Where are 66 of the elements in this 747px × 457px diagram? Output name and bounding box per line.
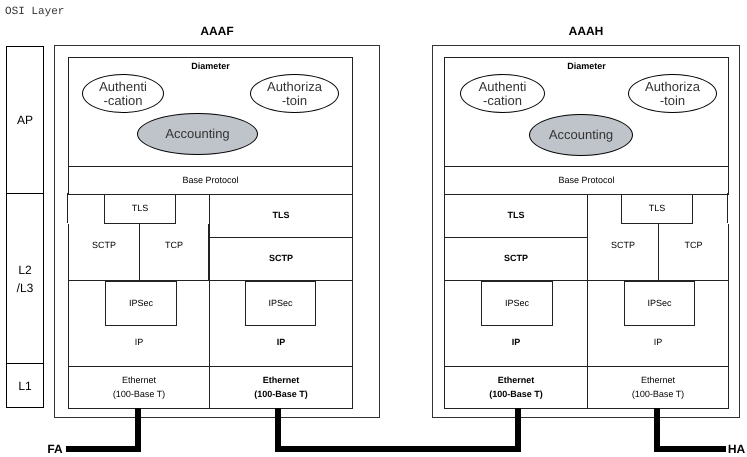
node-label: Ethernet (100-Base T) (112, 374, 166, 401)
node-label: Ethernet (100-Base T) (630, 374, 686, 401)
node-label: IP (134, 336, 144, 348)
protocol-box (68, 280, 210, 367)
node-title: AAAH (568, 23, 604, 40)
protocol-box (621, 194, 693, 224)
node-label: IP (510, 336, 522, 348)
protocol-box (105, 281, 177, 326)
node-label: Base Protocol (557, 174, 616, 187)
node-label: IP (276, 336, 286, 348)
protocol-box (624, 281, 695, 326)
protocol-box (587, 280, 729, 367)
protocol-box (587, 366, 729, 409)
node-label: Authoriza -toin (266, 80, 323, 108)
protocol-box (104, 194, 176, 224)
protocol-box (68, 166, 353, 195)
node-label: Base Protocol (181, 174, 240, 187)
node-label: AP (16, 112, 34, 129)
protocol-box (68, 57, 353, 167)
node-label: TLS (272, 209, 290, 222)
node-label: SCTP (90, 239, 117, 252)
node-label: TLS (130, 202, 150, 216)
protocol-box (444, 194, 588, 238)
node-label: Ethernet (100-Base T) (488, 374, 544, 401)
node-label: IPSec (504, 296, 530, 310)
node-label: HA (726, 440, 746, 457)
node-label: TLS (506, 209, 526, 222)
protocol-box (209, 194, 353, 238)
node-label: FA (46, 440, 64, 457)
protocol-box (444, 57, 729, 167)
node-label: SCTP (610, 239, 636, 252)
layer-box (6, 46, 44, 194)
protocol-box (209, 237, 353, 281)
node-label: TLS (648, 202, 666, 216)
node-label: L1 (17, 378, 33, 394)
node-label: SCTP (268, 252, 294, 266)
node-label: TCP (164, 239, 184, 252)
layer-box (6, 193, 44, 364)
node-label: L2 /L3 (16, 262, 34, 296)
node-label: Accounting (548, 126, 614, 144)
layer-box (6, 363, 44, 408)
node-label: IPSec (267, 296, 294, 310)
protocol-box (68, 224, 140, 281)
cable-line (275, 408, 521, 452)
node-label: Diameter (566, 60, 607, 73)
node-label: Authoriza -toin (644, 80, 701, 108)
protocol-box (444, 366, 588, 409)
axis-title: OSI Layer (5, 5, 64, 20)
protocol-box (209, 366, 353, 409)
node-label: Accounting (164, 125, 231, 144)
node-label: Ethernet (100-Base T) (253, 374, 309, 401)
node-label: SCTP (502, 252, 529, 266)
node-label: Diameter (190, 60, 231, 73)
node-label: IPSec (646, 296, 672, 310)
protocol-box (481, 281, 553, 326)
cable-line (66, 408, 141, 452)
node-label: TCP (684, 239, 704, 252)
cable-line (654, 408, 726, 452)
node-title: AAAF (199, 23, 235, 40)
protocol-box (245, 281, 316, 326)
protocol-box (444, 166, 729, 195)
node-label: Authenti -cation (478, 80, 528, 108)
node-label: IPSec (128, 296, 154, 310)
node-label: Authenti -cation (98, 80, 148, 108)
protocol-box (68, 366, 210, 409)
node-label: IP (652, 336, 664, 348)
